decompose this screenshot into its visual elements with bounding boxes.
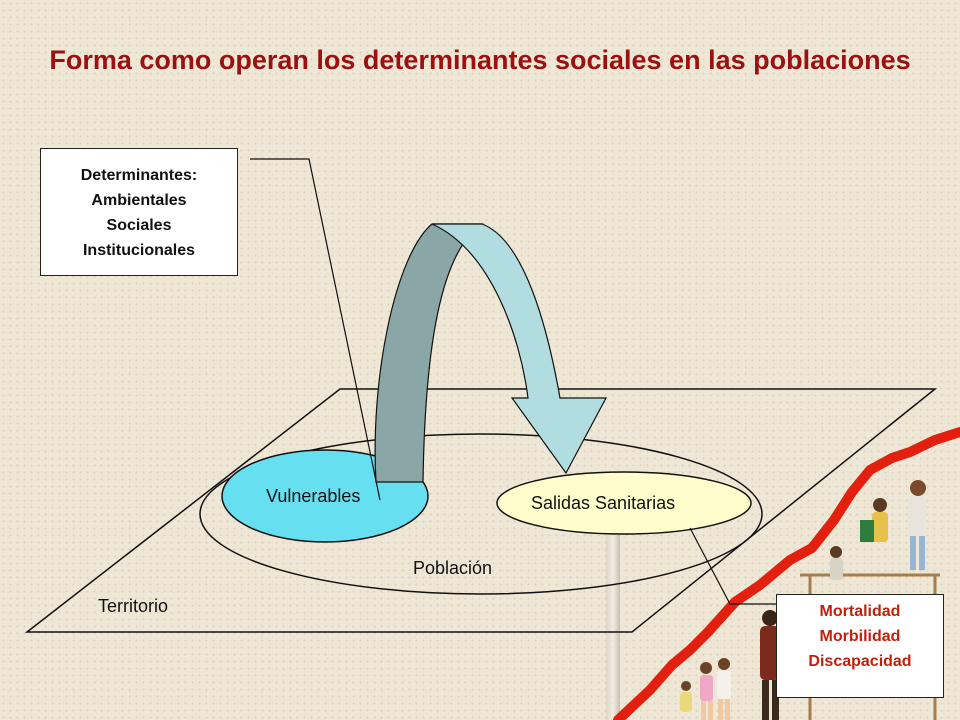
background-pole [606,535,620,720]
climbing-figures [680,480,926,720]
vulnerables-label: Vulnerables [266,486,361,506]
red-trend-line [613,427,960,720]
territorio-label: Territorio [98,596,169,616]
outcome-morbilidad: Morbilidad [819,628,901,645]
determinant-institucionales: Institucionales [82,242,196,259]
determinant-sociales: Sociales [106,217,172,234]
outcomes-box: Mortalidad Morbilidad Discapacidad [776,594,944,698]
outcome-discapacidad: Discapacidad [808,653,912,670]
population-ellipse [199,433,763,595]
salidas-ellipse [496,471,752,535]
territory-plane [24,388,938,633]
salidas-label: Salidas Sanitarias [531,493,676,513]
curved-arrow-left-band [374,223,484,483]
curved-arrow-right-band [431,223,607,475]
outcomes-connector [689,527,780,605]
determinants-box: Determinantes: Ambientales Sociales Inst… [40,148,238,276]
determinants-connector [250,158,381,501]
curved-arrow [374,223,607,483]
outcome-mortalidad: Mortalidad [819,603,901,620]
climbing-children-illustration [606,427,960,720]
page-title: Forma como operan los determinantes soci… [49,45,911,75]
poblacion-label: Población [413,558,493,578]
determinants-heading: Determinantes: [80,167,198,184]
determinant-ambientales: Ambientales [91,192,187,209]
